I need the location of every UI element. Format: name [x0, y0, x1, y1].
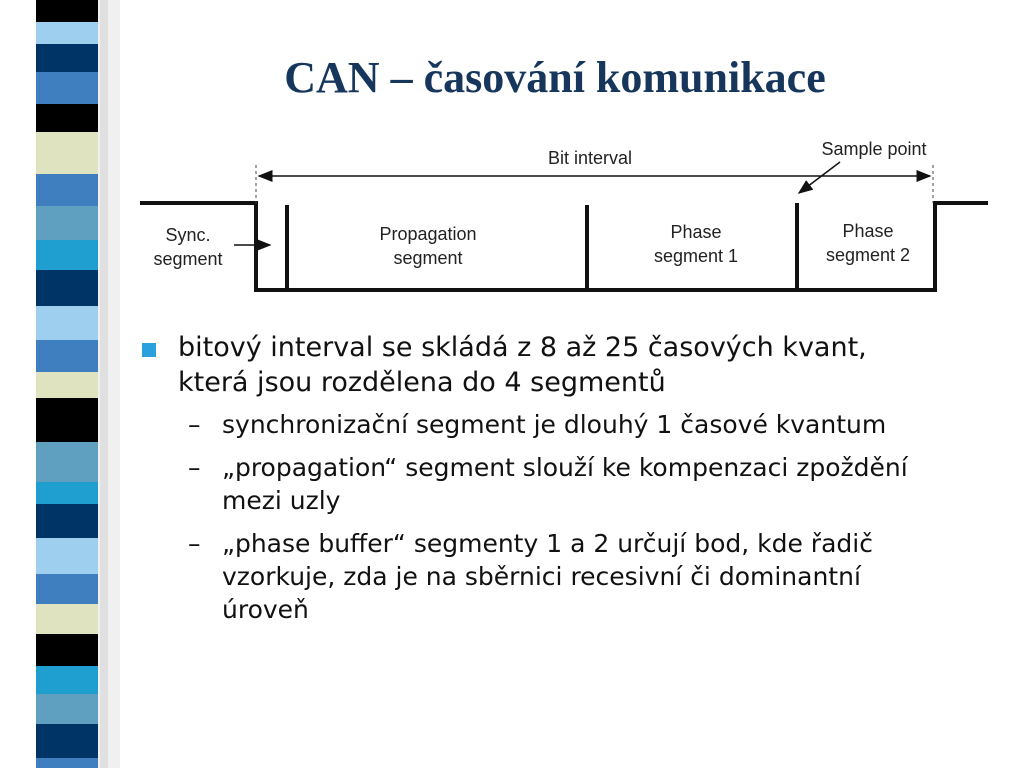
strip-band	[36, 104, 98, 132]
dash-bullet-icon: –	[188, 410, 201, 439]
propagation-segment-label-line2: segment	[393, 248, 462, 268]
strip-band	[36, 666, 98, 694]
strip-band	[36, 306, 98, 340]
strip-band	[36, 372, 98, 398]
sub-bullet: – „propagation“ segment slouží ke kompen…	[130, 451, 930, 517]
sample-point-arrow	[797, 161, 841, 194]
sub-bullet-text: „phase buffer“ segmenty 1 a 2 určují bod…	[222, 529, 873, 624]
sub-bullet: – „phase buffer“ segmenty 1 a 2 určují b…	[130, 527, 930, 626]
sub-bullet-text: synchronizační segment je dlouhý 1 časov…	[222, 410, 887, 439]
bit-interval-label: Bit interval	[548, 148, 632, 168]
bullet-list: bitový interval se skládá z 8 až 25 časo…	[130, 330, 930, 636]
strip-band	[36, 398, 98, 442]
signal-waveform	[140, 201, 988, 292]
phase-segment-2-label-line2: segment 2	[826, 245, 910, 265]
bullet-main: bitový interval se skládá z 8 až 25 časo…	[130, 330, 930, 400]
strip-band	[36, 206, 98, 240]
strip-band	[36, 442, 98, 482]
strip-band	[36, 44, 98, 72]
strip-band	[36, 694, 98, 724]
sync-segment-label-line2: segment	[153, 249, 222, 269]
strip-band	[36, 240, 98, 270]
sync-segment-label-line1: Sync.	[165, 225, 210, 245]
strip-band	[36, 174, 98, 206]
square-bullet-icon	[142, 343, 156, 357]
strip-band	[36, 504, 98, 538]
sample-point-label: Sample point	[821, 139, 926, 159]
decorative-strip	[0, 0, 120, 768]
strip-band	[36, 538, 98, 574]
strip-band	[36, 574, 98, 604]
strip-band	[36, 0, 98, 22]
strip-band	[36, 634, 98, 666]
strip-band	[36, 72, 98, 104]
strip-band	[36, 482, 98, 504]
strip-band	[36, 270, 98, 306]
sub-bullet: – synchronizační segment je dlouhý 1 čas…	[130, 408, 930, 441]
bullet-main-text: bitový interval se skládá z 8 až 25 časo…	[178, 332, 867, 398]
strip-band	[36, 22, 98, 44]
strip-band	[36, 724, 98, 758]
propagation-segment-label-line1: Propagation	[379, 224, 476, 244]
sub-bullet-text: „propagation“ segment slouží ke kompenza…	[222, 453, 908, 515]
strip-band	[36, 604, 98, 634]
strip-band	[36, 758, 98, 768]
phase-segment-1-label-line2: segment 1	[654, 246, 738, 266]
strip-band	[36, 340, 98, 372]
phase-segment-2-label-line1: Phase	[842, 221, 893, 241]
dash-bullet-icon: –	[188, 529, 201, 558]
strip-band	[36, 132, 98, 174]
phase-segment-1-label-line1: Phase	[670, 222, 721, 242]
slide-title: CAN – časování komunikace	[284, 53, 826, 102]
dash-bullet-icon: –	[188, 453, 201, 482]
